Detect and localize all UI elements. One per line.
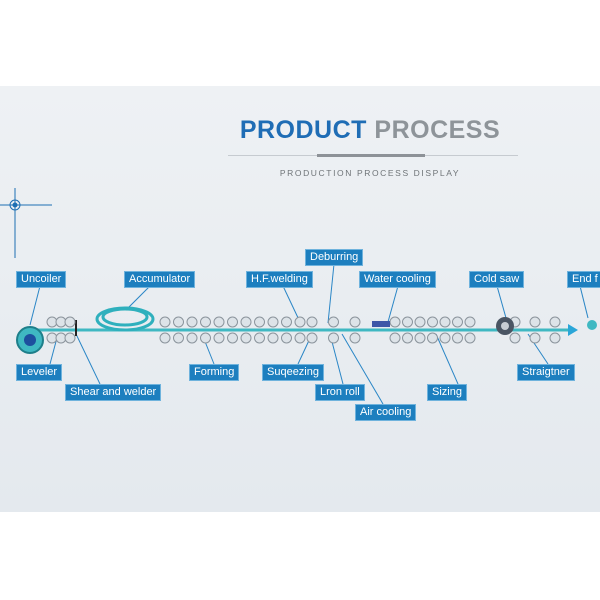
roller	[439, 332, 451, 344]
label-squeezing: Suqeezing	[262, 364, 324, 381]
title-process: PROCESS	[374, 116, 501, 144]
label-hf-welding: H.F.welding	[246, 271, 313, 288]
roller	[349, 316, 361, 328]
roller	[529, 332, 541, 344]
cold-saw-icon	[496, 317, 514, 335]
end-unit-icon	[587, 320, 597, 330]
roller	[281, 316, 292, 328]
title-divider-accent	[317, 154, 425, 157]
label-leveler: Leveler	[16, 364, 63, 381]
roller	[389, 332, 401, 344]
roller	[186, 332, 198, 344]
roller	[439, 316, 451, 328]
label-water-cooling: Water cooling	[359, 271, 436, 288]
roller	[186, 316, 198, 328]
roller	[549, 316, 561, 328]
roller	[464, 332, 476, 344]
roller	[452, 316, 463, 328]
label-shear-and-welder: Shear and welder	[65, 384, 162, 401]
page-subtitle: PRODUCTION PROCESS DISPLAY	[279, 168, 461, 178]
roller	[306, 332, 318, 344]
roller	[200, 332, 211, 344]
label-uncoiler: Uncoiler	[16, 271, 67, 288]
roller	[64, 332, 76, 344]
roller	[427, 316, 438, 328]
accumulator-icon	[95, 306, 155, 332]
roller	[402, 316, 413, 328]
roller	[240, 332, 252, 344]
label-accumulator: Accumulator	[124, 271, 196, 288]
roller-stands	[46, 316, 561, 344]
roller	[159, 316, 171, 328]
title-product: PRODUCT	[239, 116, 367, 144]
label-sizing: Sizing	[427, 384, 467, 401]
roller	[254, 316, 265, 328]
roller	[529, 316, 541, 328]
roller	[64, 316, 76, 328]
label-leaders	[29, 263, 589, 405]
label-deburring: Deburring	[305, 249, 364, 266]
diagram-panel	[0, 86, 600, 512]
water-cooling-unit	[372, 321, 390, 327]
roller	[267, 332, 279, 344]
roller	[200, 316, 211, 328]
roller	[267, 316, 279, 328]
roller	[464, 316, 476, 328]
roller	[452, 332, 463, 344]
flow-arrow-icon	[568, 324, 578, 336]
label-cold-saw: Cold saw	[469, 271, 525, 288]
roller	[509, 332, 521, 344]
roller	[254, 332, 265, 344]
roller	[402, 332, 413, 344]
roller	[281, 332, 292, 344]
roller	[227, 332, 238, 344]
roller	[549, 332, 561, 344]
roller	[173, 316, 184, 328]
roller	[294, 316, 306, 328]
roller	[240, 316, 252, 328]
roller	[173, 332, 184, 344]
label-iron-roll: Lron roll	[315, 384, 365, 401]
crosshair-icon	[0, 188, 52, 258]
roller	[213, 332, 225, 344]
roller	[389, 316, 401, 328]
label-forming: Forming	[189, 364, 240, 381]
roller	[159, 332, 171, 344]
roller	[294, 332, 306, 344]
roller	[414, 316, 426, 328]
roller	[349, 332, 361, 344]
roller	[213, 316, 225, 328]
roller	[427, 332, 438, 344]
label-straightener: Straigtner	[517, 364, 575, 381]
label-end: End f	[567, 271, 600, 288]
roller	[328, 316, 339, 328]
label-air-cooling: Air cooling	[355, 404, 417, 421]
page-title: PRODUCT PROCESS	[70, 116, 600, 145]
uncoiler-icon	[16, 326, 44, 354]
roller	[328, 332, 339, 344]
roller	[414, 332, 426, 344]
roller	[227, 316, 238, 328]
roller	[306, 316, 318, 328]
